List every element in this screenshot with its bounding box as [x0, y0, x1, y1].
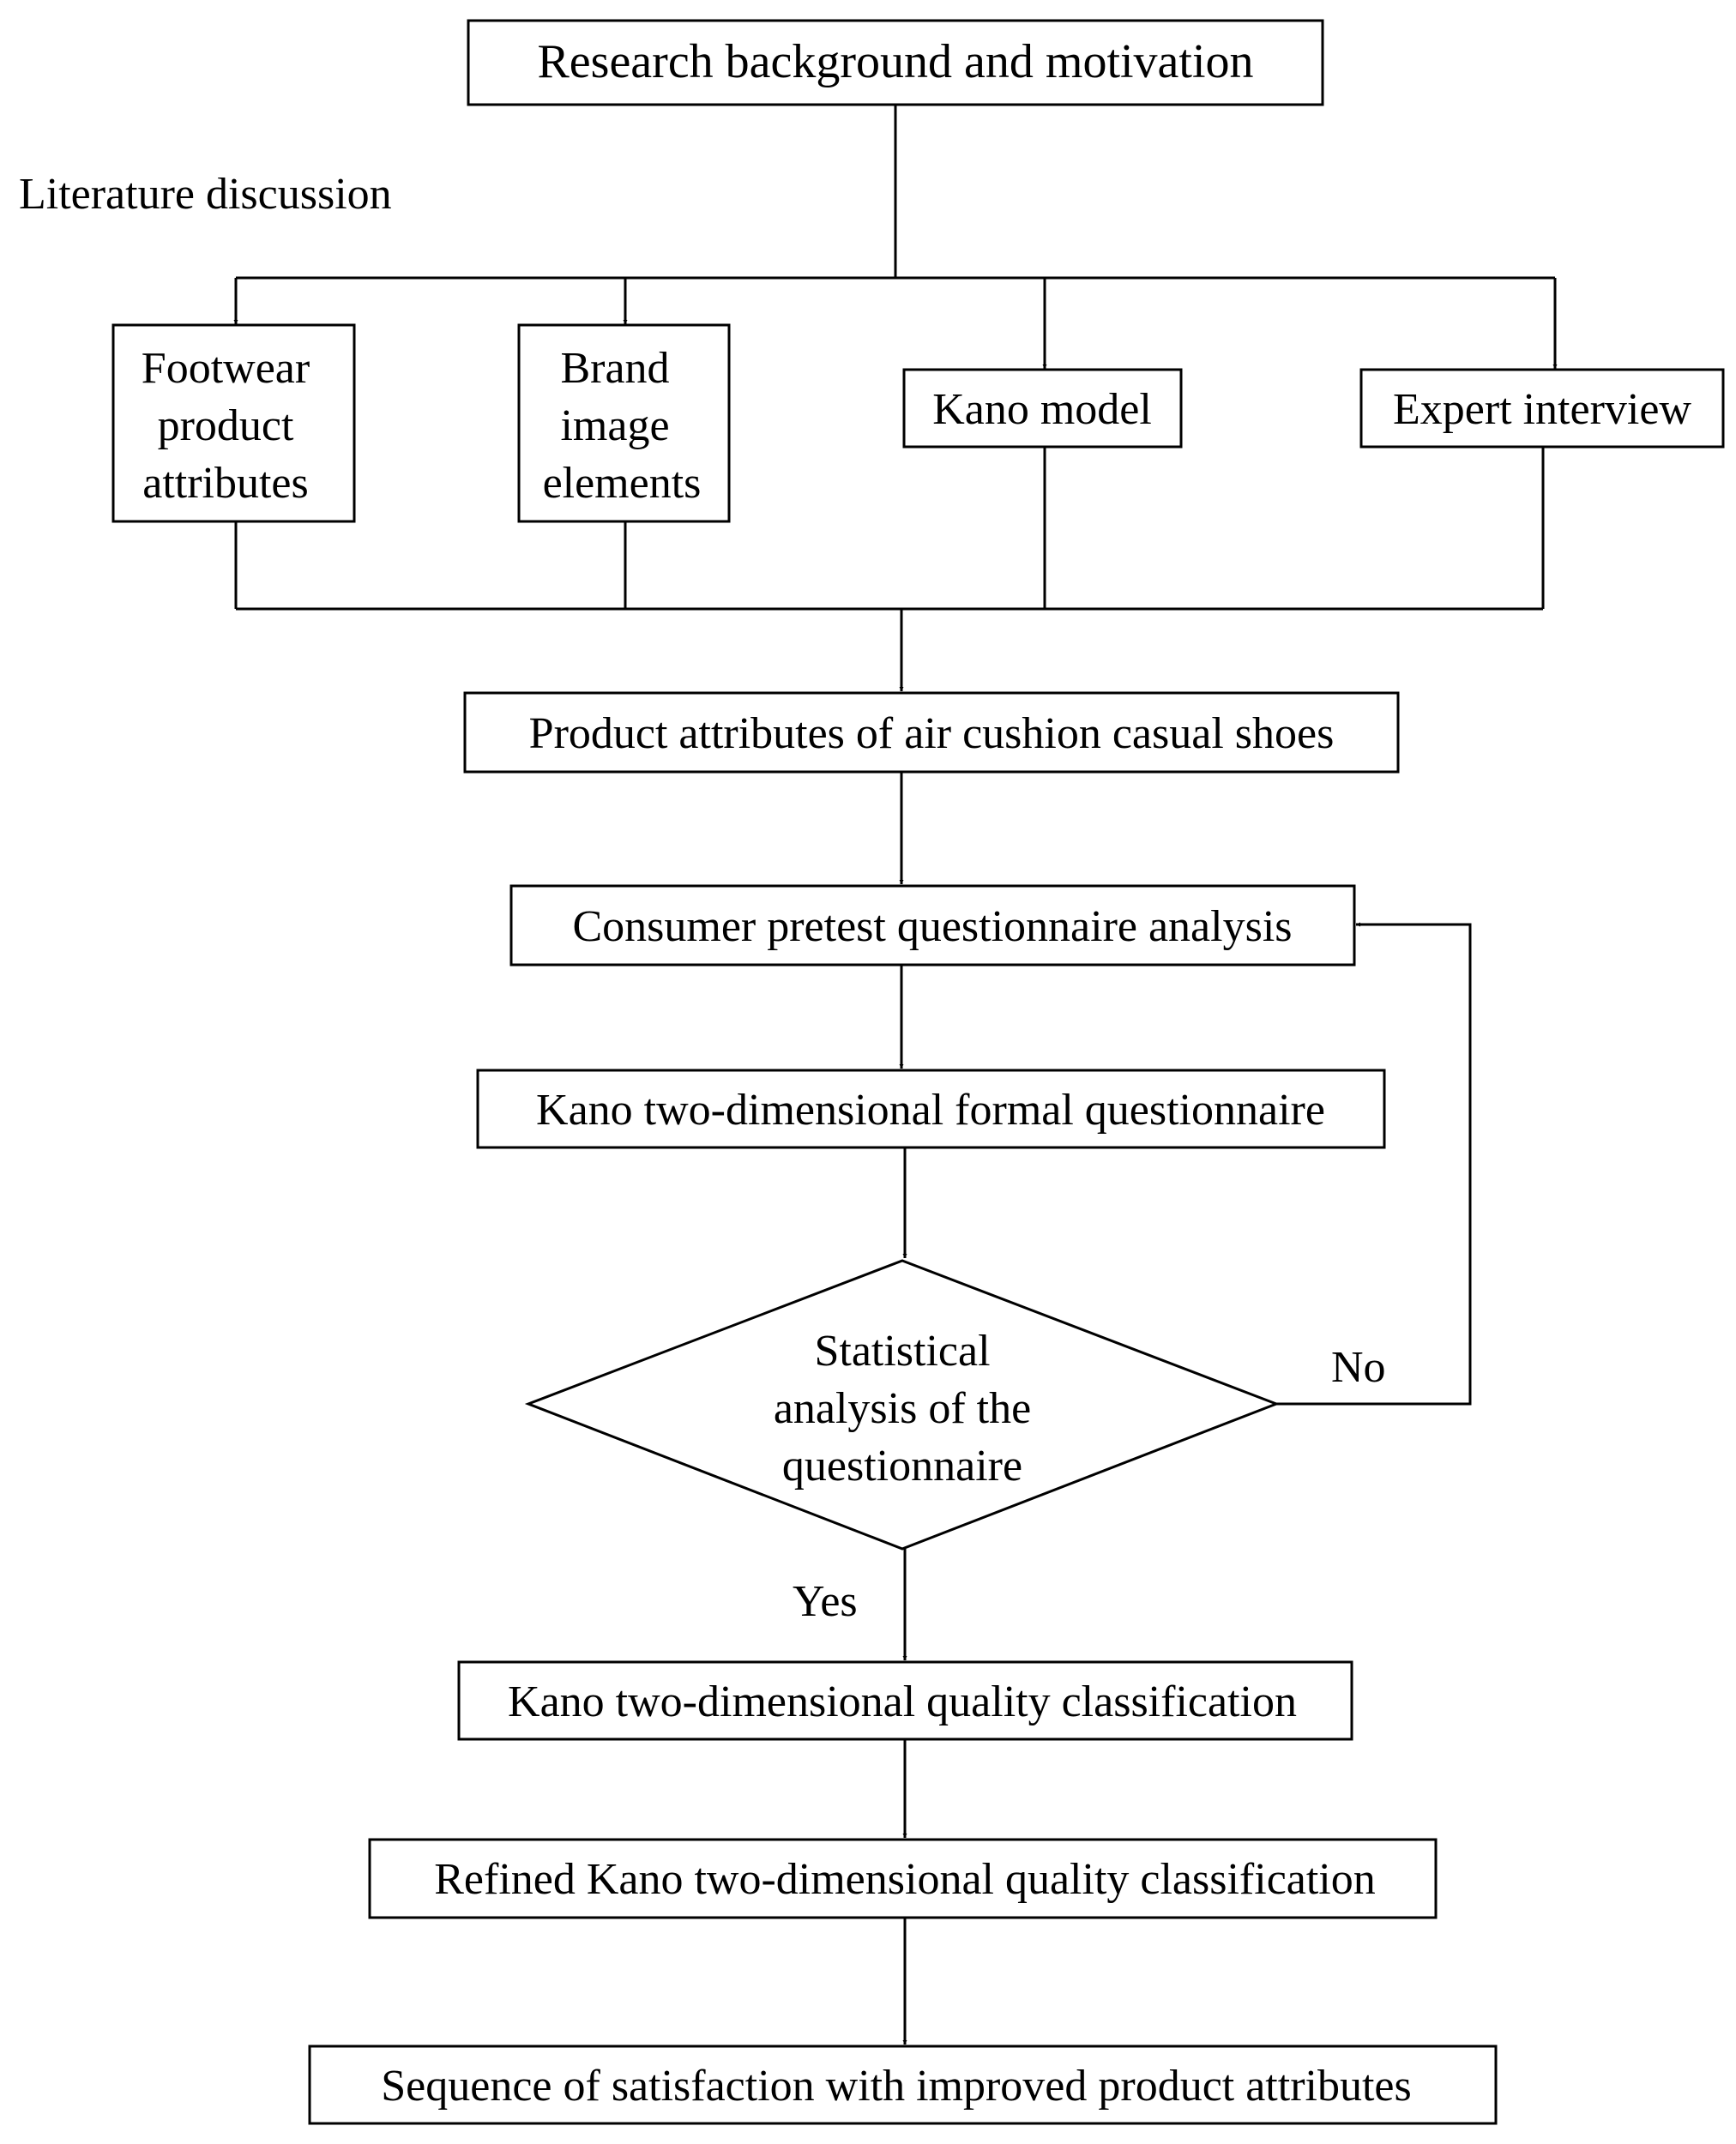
- pretest-analysis-box: [509, 884, 1356, 967]
- quality-classification-label: Kano two-dimensional quality classificat…: [508, 1677, 1297, 1726]
- kano-model-label: Kano model: [932, 385, 1152, 434]
- yes-edge-label: Yes: [793, 1577, 858, 1626]
- expert-interview-label: Expert interview: [1393, 385, 1691, 434]
- research-background-label: Research background and motivation: [537, 35, 1253, 88]
- brand-line-1: Brand: [560, 344, 669, 393]
- sequence-satisfaction-label: Sequence of satisfaction with improved p…: [381, 2062, 1411, 2111]
- statistical-analysis-decision: [524, 1259, 1281, 1551]
- decision-line-1: Statistical: [814, 1327, 990, 1376]
- literature-discussion-label: Literature discussion: [19, 170, 392, 219]
- footwear-line-3: attributes: [142, 459, 309, 508]
- decision-line-2: analysis of the: [774, 1384, 1031, 1433]
- research-background-box: [467, 19, 1324, 106]
- sequence-satisfaction-box: [308, 2045, 1498, 2125]
- footwear-line-1: Footwear: [142, 344, 310, 393]
- no-edge-label: No: [1331, 1343, 1386, 1392]
- kano-model-box: [902, 368, 1183, 449]
- no-loop-connector: [1276, 922, 1472, 1406]
- refined-classification-box: [368, 1838, 1438, 1919]
- footwear-attributes-box: [112, 323, 356, 523]
- formal-questionnaire-label: Kano two-dimensional formal questionnair…: [536, 1086, 1325, 1135]
- refined-classification-label: Refined Kano two-dimensional quality cla…: [434, 1855, 1376, 1904]
- quality-classification-box: [457, 1660, 1353, 1741]
- brand-line-3: elements: [543, 459, 702, 508]
- pretest-analysis-label: Consumer pretest questionnaire analysis: [572, 902, 1292, 951]
- product-attributes-box: [463, 691, 1400, 774]
- brand-line-2: image: [560, 401, 669, 450]
- product-attributes-label: Product attributes of air cushion casual…: [529, 709, 1335, 758]
- footwear-line-2: product: [158, 401, 294, 450]
- expert-interview-box: [1359, 368, 1725, 449]
- decision-line-3: questionnaire: [782, 1442, 1022, 1491]
- brand-image-box: [517, 323, 731, 523]
- formal-questionnaire-box: [476, 1069, 1386, 1149]
